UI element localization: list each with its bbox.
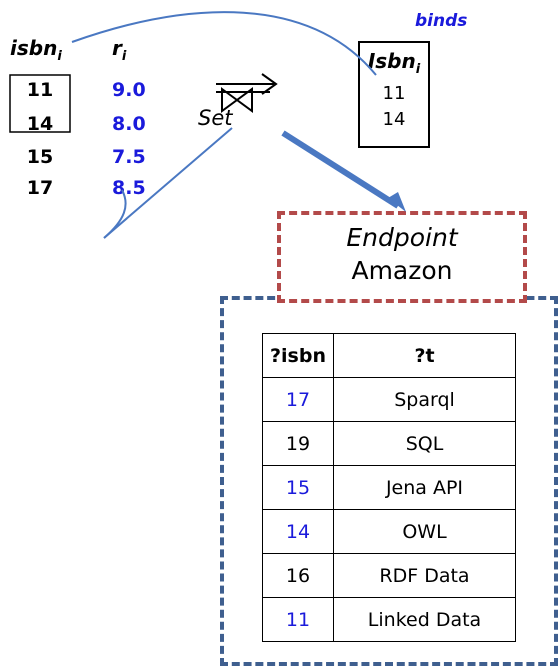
binds-value: 14 (382, 109, 406, 130)
isbn-header-sub: i (57, 49, 62, 64)
table-row: 19 SQL (262, 421, 516, 466)
column-header-title: ?t (333, 333, 516, 378)
table-row: 15 Jena API (262, 465, 516, 510)
binds-box: Isbni 11 14 (358, 41, 430, 148)
table-row: 14 OWL (262, 509, 516, 554)
endpoint-name: Amazon (351, 256, 453, 285)
set-connector-line (103, 127, 233, 239)
column-header-isbn: ?isbn (262, 333, 334, 378)
left-rate-cell: 8.0 (112, 113, 146, 135)
left-rate-cell: 9.0 (112, 79, 146, 101)
rate-header: ri (112, 36, 126, 64)
rate-header-text: r (112, 36, 122, 60)
query-arrow-head (388, 192, 406, 212)
left-rate-cell: 7.5 (112, 146, 146, 168)
endpoint-box: Endpoint Amazon (277, 211, 527, 303)
binds-connector-curve (71, 11, 377, 76)
bowtie-icon (216, 73, 278, 113)
table-header-row: ?isbn ?t (262, 333, 516, 378)
left-rate-cell: 8.5 (112, 177, 146, 199)
title-cell: SQL (333, 421, 516, 466)
table-row: 17 Sparql (262, 377, 516, 422)
binds-header: Isbni (360, 49, 428, 77)
title-cell: Linked Data (333, 597, 516, 642)
set-operator-label: Set (198, 106, 233, 130)
left-isbn-cell: 11 (26, 79, 54, 101)
rate-header-sub: i (121, 49, 127, 64)
rows-connector-line (103, 189, 127, 239)
isbn-header-text: isbn (10, 36, 58, 60)
selected-rows-box (9, 74, 71, 133)
title-cell: Sparql (333, 377, 516, 422)
isbn-cell: 11 (262, 597, 334, 642)
table-row: 11 Linked Data (262, 597, 516, 642)
left-isbn-cell: 17 (26, 177, 54, 199)
endpoint-title: Endpoint (346, 223, 458, 252)
binds-header-sub: i (415, 62, 421, 77)
left-isbn-cell: 14 (26, 113, 54, 135)
binds-value: 11 (382, 83, 406, 104)
binds-header-text: Isbn (367, 49, 416, 73)
left-isbn-cell: 15 (26, 146, 54, 168)
title-cell: Jena API (333, 465, 516, 510)
title-cell: OWL (333, 509, 516, 554)
isbn-header: isbni (10, 36, 62, 64)
binds-label: binds (415, 11, 468, 31)
isbn-cell: 14 (262, 509, 334, 554)
title-cell: RDF Data (333, 553, 516, 598)
query-arrow (281, 130, 400, 209)
table-row: 16 RDF Data (262, 553, 516, 598)
results-table: ?isbn ?t 17 Sparql 19 SQL 15 Jena API 14… (262, 333, 516, 642)
